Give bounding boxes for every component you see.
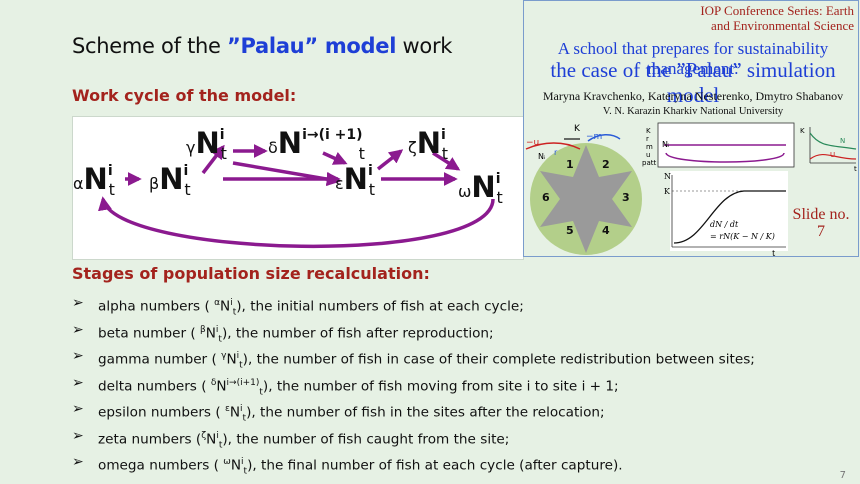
- svg-text:1: 1: [566, 158, 574, 171]
- stages-heading: Stages of population size recalculation:: [72, 264, 430, 283]
- stages-list: ➢alpha numbers ( αNit), the initial numb…: [72, 290, 755, 476]
- bullet-arrow-icon: ➢: [72, 348, 84, 364]
- site-star-diagram: 1 2 3 4 5 6 −u K −m Nᵢ r: [525, 124, 642, 255]
- svg-text:2: 2: [602, 158, 610, 171]
- arrow-beta-gamma: [201, 144, 225, 175]
- list-item: ➢zeta numbers (ζNit), the number of fish…: [72, 423, 755, 450]
- work-cycle-heading: Work cycle of the model:: [72, 86, 297, 105]
- mini-dynamics-chart: K N U t: [800, 127, 857, 173]
- list-item: ➢omega numbers ( ωNit), the final number…: [72, 449, 755, 476]
- bullet-arrow-icon: ➢: [72, 427, 84, 444]
- slide-number-label: Slide no. 7: [792, 206, 850, 240]
- paper-summary-panel: IOP Conference Series: Earth and Environ…: [523, 0, 859, 258]
- svg-text:dN / dt: dN / dt: [710, 220, 739, 229]
- svg-text:4: 4: [602, 224, 610, 237]
- paper-authors: Maryna Kravchenko, Kateryna Nesterenko, …: [542, 89, 844, 103]
- mini-cycle: K r m u patt Nᵢ: [642, 122, 795, 168]
- list-item: ➢beta number ( βNit), the number of fish…: [72, 317, 755, 344]
- svg-text:K: K: [800, 127, 805, 135]
- logistic-curve-chart: N K t dN / dt = rN(K − N / K): [664, 171, 788, 258]
- paper-title-line1: A school that prepares for sustainabilit…: [557, 39, 829, 78]
- conference-label: IOP Conference Series: Earth and Environ…: [700, 3, 854, 33]
- list-item: ➢alpha numbers ( αNit), the initial numb…: [72, 290, 755, 317]
- paper-university: V. N. Karazin Kharkiv National Universit…: [602, 106, 784, 117]
- page-number: 7: [839, 470, 846, 481]
- panel-illustration: 1 2 3 4 5 6 −u K −m Nᵢ r K r m u patt: [525, 122, 857, 258]
- svg-text:m: m: [646, 143, 653, 151]
- svg-text:5: 5: [566, 224, 574, 237]
- bullet-arrow-icon: ➢: [72, 374, 84, 391]
- svg-text:patt: patt: [642, 159, 656, 167]
- svg-text:−m: −m: [586, 132, 602, 142]
- arrow-zeta-omega: [432, 151, 461, 171]
- svg-text:r: r: [646, 135, 649, 143]
- list-item: ➢delta numbers ( δNi→(i+1)t), the number…: [72, 370, 755, 397]
- arrow-delta-epsilon: [322, 151, 348, 165]
- svg-text:r: r: [554, 148, 558, 157]
- svg-text:Nᵢ: Nᵢ: [662, 140, 669, 149]
- svg-text:t: t: [772, 249, 776, 258]
- svg-text:u: u: [646, 151, 650, 159]
- list-item: ➢gamma number ( γNit), the number of fis…: [72, 343, 755, 370]
- svg-text:Nᵢ: Nᵢ: [538, 152, 545, 161]
- svg-text:6: 6: [542, 191, 550, 204]
- title-text-end: work: [396, 34, 453, 58]
- bullet-arrow-icon: ➢: [72, 321, 84, 338]
- bullet-arrow-icon: ➢: [72, 295, 84, 311]
- svg-text:K: K: [574, 124, 581, 134]
- svg-text:= rN(K − N / K): = rN(K − N / K): [710, 232, 775, 241]
- svg-text:U: U: [830, 151, 835, 159]
- svg-text:t: t: [854, 165, 857, 173]
- title-text: Scheme of the: [72, 34, 228, 58]
- list-item: ➢epsilon numbers ( εNit), the number of …: [72, 396, 755, 423]
- bullet-arrow-icon: ➢: [72, 454, 84, 470]
- arrow-epsilon-zeta: [376, 149, 404, 171]
- svg-text:N: N: [664, 172, 671, 181]
- node-delta: δNi→(i +1)t: [268, 126, 365, 163]
- svg-text:K: K: [646, 127, 651, 135]
- bullet-arrow-icon: ➢: [72, 401, 84, 417]
- svg-text:3: 3: [622, 191, 630, 204]
- svg-text:−u: −u: [526, 138, 539, 148]
- arrow-omega-alpha: [98, 196, 495, 249]
- svg-text:K: K: [664, 187, 671, 196]
- cycle-arrows: [98, 144, 495, 249]
- svg-text:N: N: [840, 137, 845, 145]
- title-highlight: ”Palau” model: [227, 34, 397, 58]
- page-title: Scheme of the ”Palau” model work: [72, 34, 452, 58]
- paper-title-line2: the case of the ”Palau” simulation model: [550, 58, 836, 107]
